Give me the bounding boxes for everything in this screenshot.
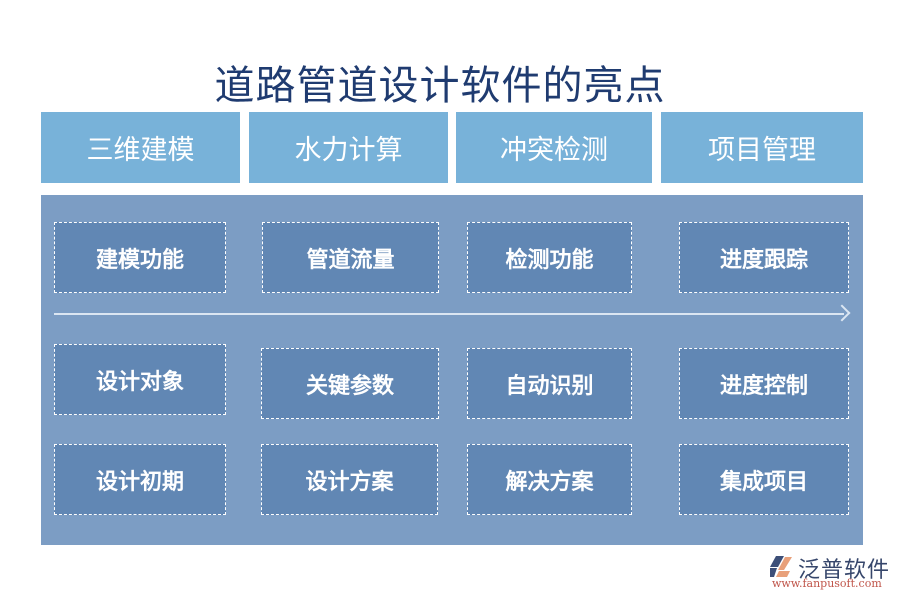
feature-box: 检测功能 <box>467 222 632 293</box>
feature-box: 自动识别 <box>467 348 632 419</box>
feature-box: 进度跟踪 <box>679 222 849 293</box>
feature-box: 解决方案 <box>467 444 632 515</box>
category-header-row: 三维建模 水力计算 冲突检测 项目管理 <box>41 112 863 183</box>
arrow-right-icon <box>833 304 851 322</box>
feature-box: 设计对象 <box>54 344 226 415</box>
timeline-arrow-line <box>54 313 844 315</box>
logo-url: www.fanpusoft.com <box>772 577 882 590</box>
header-project-management: 项目管理 <box>661 112 863 183</box>
feature-box: 设计初期 <box>54 444 226 515</box>
header-hydraulic-calc: 水力计算 <box>249 112 448 183</box>
header-3d-modeling: 三维建模 <box>41 112 240 183</box>
features-panel: 建模功能 管道流量 检测功能 进度跟踪 设计对象 关键参数 自动识别 进度控制 … <box>41 195 863 545</box>
header-clash-detection: 冲突检测 <box>456 112 652 183</box>
feature-box: 集成项目 <box>679 444 849 515</box>
feature-box: 关键参数 <box>261 348 439 419</box>
page-title: 道路管道设计软件的亮点 <box>214 63 666 109</box>
brand-logo: 泛普软件 www.fanpusoft.com <box>768 552 898 596</box>
feature-box: 管道流量 <box>262 222 439 293</box>
feature-box: 建模功能 <box>54 222 226 293</box>
feature-box: 进度控制 <box>679 348 849 419</box>
logo-name: 泛普软件 <box>798 558 891 583</box>
feature-box: 设计方案 <box>261 444 438 515</box>
fanpu-logo-icon <box>770 556 792 577</box>
